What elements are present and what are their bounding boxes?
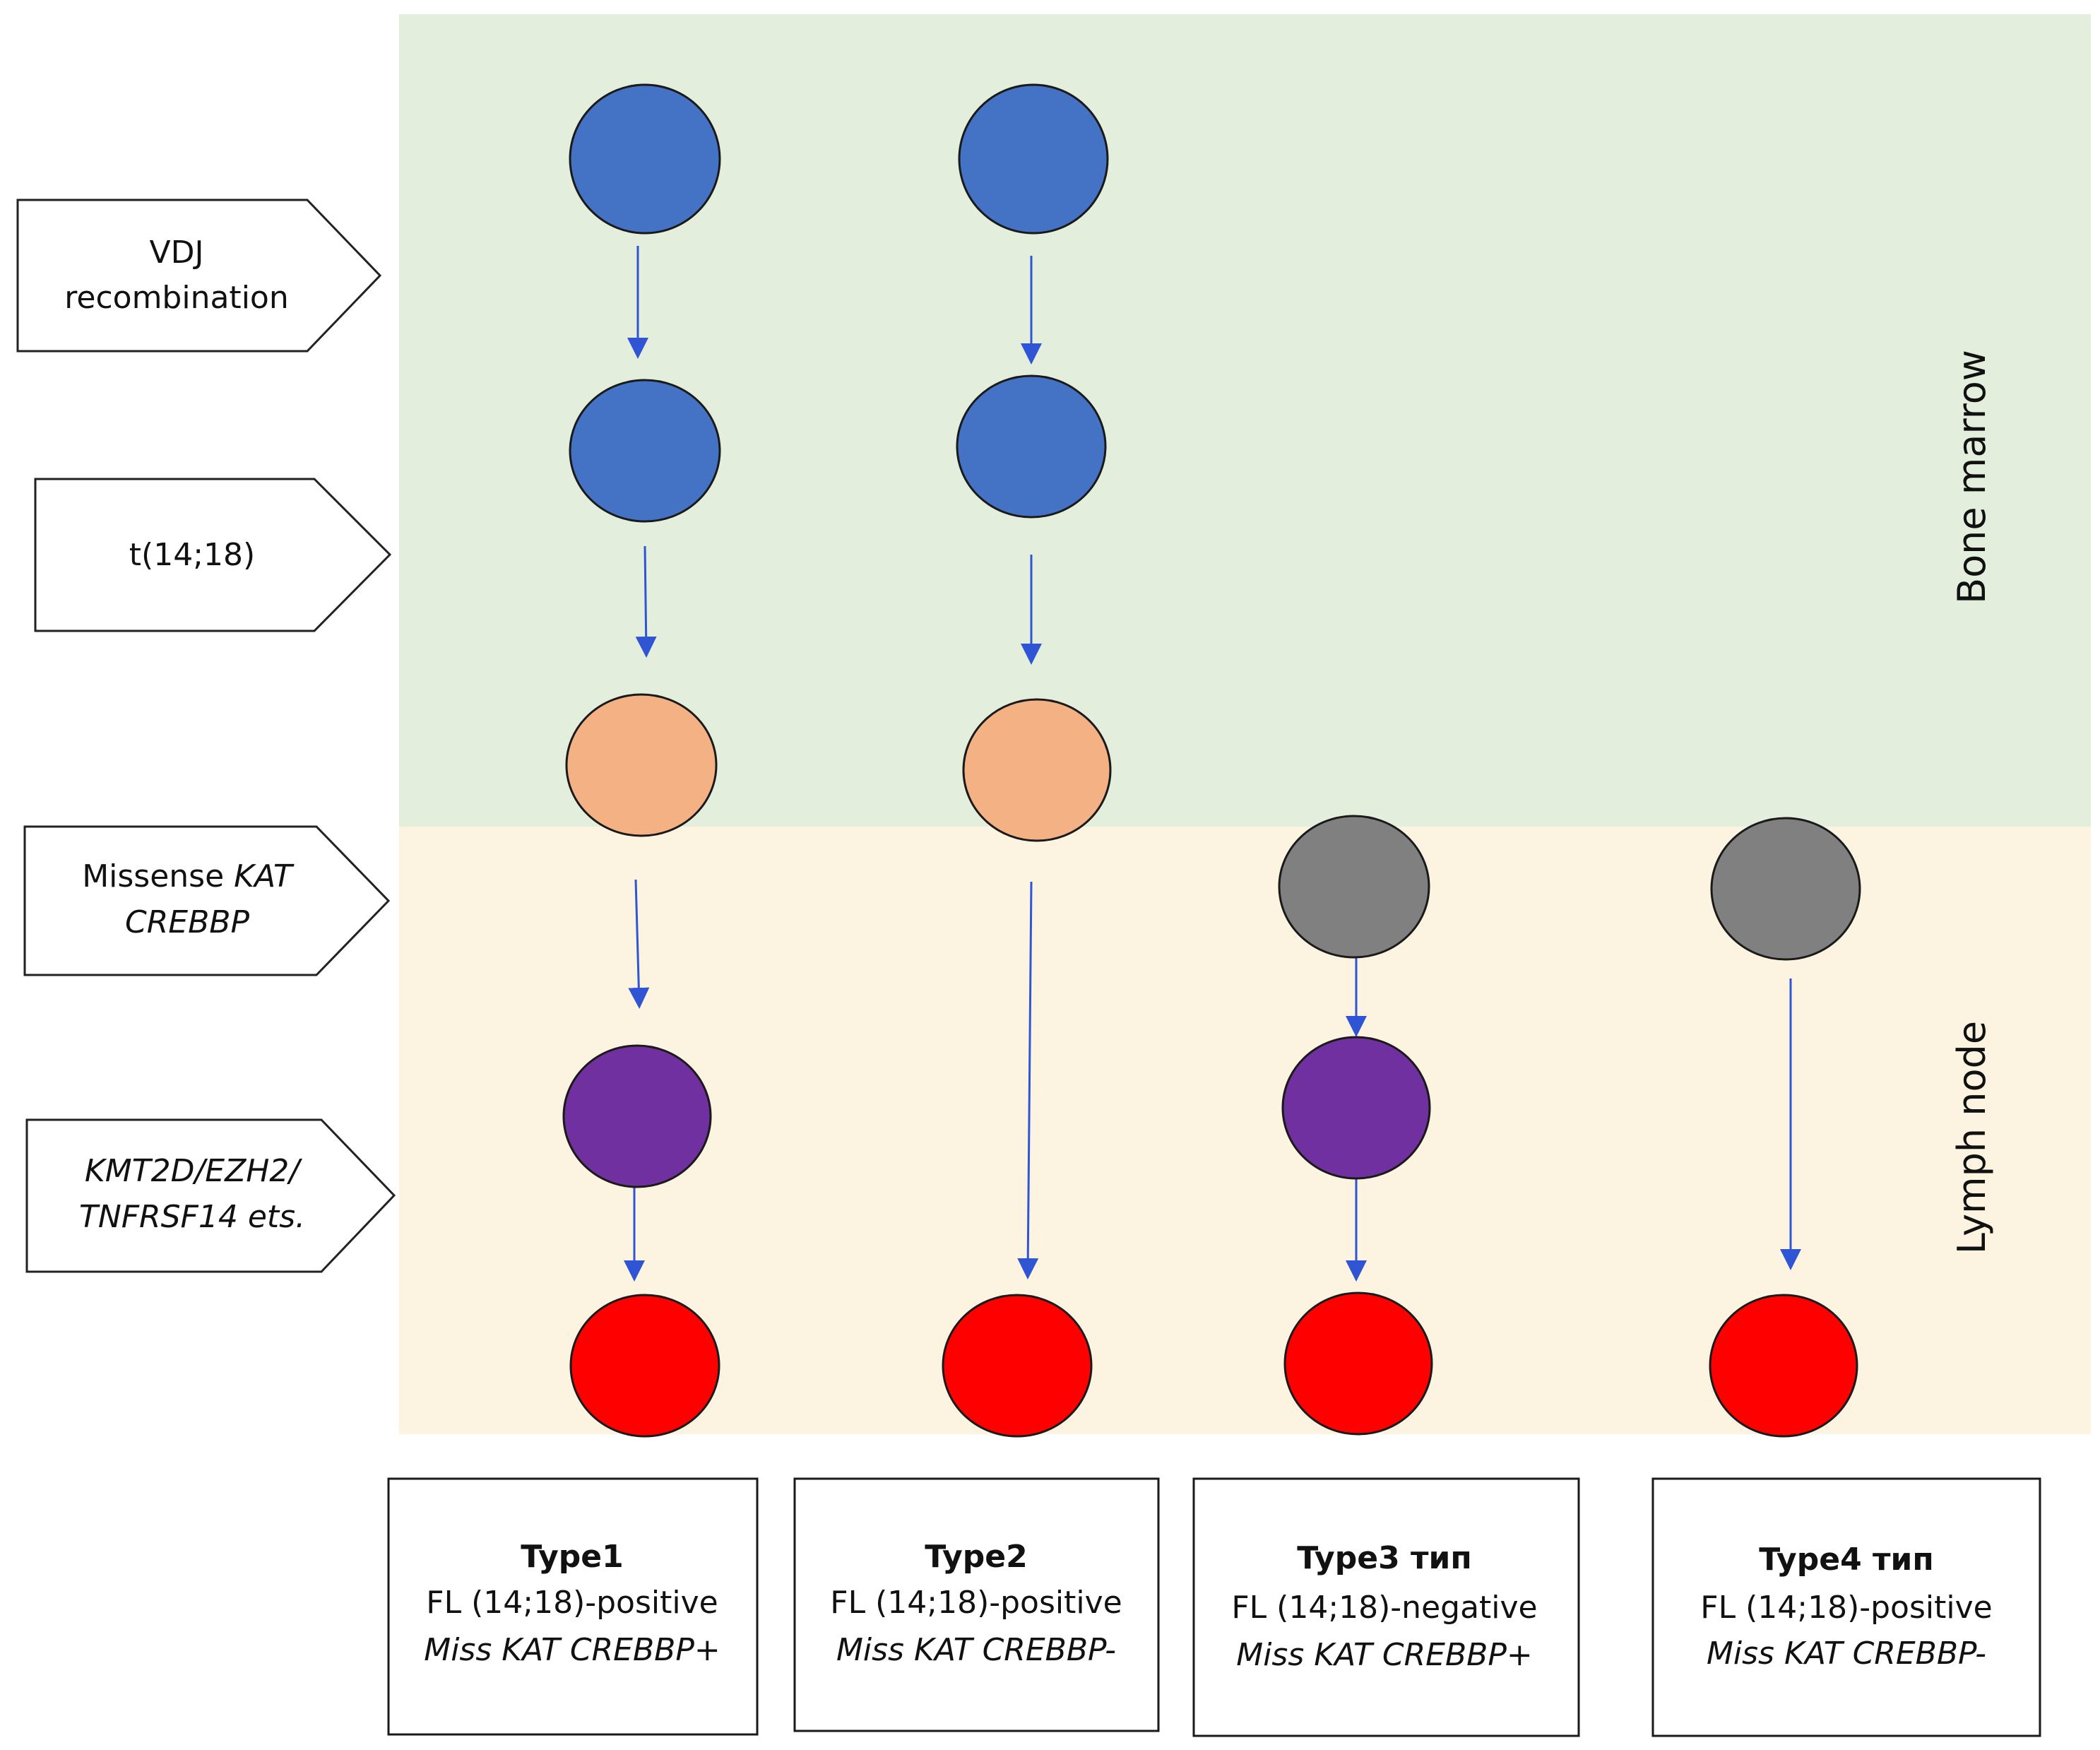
type-box-3-line1: FL (14;18)-negative <box>1231 1590 1537 1626</box>
cell-type4-lymphoma <box>1709 1294 1858 1438</box>
type-box-2-line2: Miss KAT CREBBP- <box>836 1632 1116 1668</box>
type-box-3-title: Type3 тип <box>1297 1540 1471 1576</box>
cells <box>562 83 1861 1438</box>
cell-type3-germinal <box>1278 815 1430 959</box>
arrow-type1-3 <box>628 879 650 1009</box>
type-box-2-line1: FL (14;18)-positive <box>830 1585 1122 1621</box>
type-box-2: Type2 FL (14;18)-positive Miss KAT CREBB… <box>793 1477 1160 1732</box>
arrow-type1-2 <box>635 545 657 658</box>
lymph-node-label: Lymph node <box>1950 1021 1994 1254</box>
step-kmt2d-ezh2-tnfrsf14: KMT2D/EZH2/ TNFRSF14 ets. <box>25 1118 396 1273</box>
type-box-1-line1: FL (14;18)-positive <box>426 1585 718 1621</box>
type-box-3: Type3 тип FL (14;18)-negative Miss KAT C… <box>1192 1477 1580 1737</box>
step-missense-line1: Missense KAT <box>82 858 295 894</box>
cell-type3-mutated <box>1281 1036 1431 1180</box>
type-box-4-line1: FL (14;18)-positive <box>1700 1590 1992 1626</box>
type-box-1: Type1 FL (14;18)-positive Miss KAT CREBB… <box>387 1477 759 1736</box>
step-missense-kat-crebbp: Missense KAT CREBBP <box>23 825 391 976</box>
cell-type2-progenitor <box>958 83 1109 235</box>
cell-type4-germinal <box>1710 817 1861 961</box>
type-box-4-title: Type4 тип <box>1759 1542 1933 1578</box>
type-box-4: Type4 тип FL (14;18)-positive Miss KAT C… <box>1651 1477 2041 1737</box>
step-missense-line2: CREBBP <box>125 904 249 940</box>
type-box-4-line2: Miss KAT CREBBP- <box>1707 1636 1986 1672</box>
arrows <box>624 246 1801 1282</box>
step-translocation-line1: t(14;18) <box>129 537 255 573</box>
type-box-1-title: Type1 <box>521 1539 623 1575</box>
cell-type1-lymphoma <box>569 1294 720 1438</box>
cell-type1-progenitor <box>569 83 721 235</box>
step-kmt2d-line1: KMT2D/EZH2/ <box>85 1153 302 1189</box>
cell-type3-lymphoma <box>1283 1291 1433 1436</box>
cell-type1-mutated <box>562 1044 712 1188</box>
type-box-2-title: Type2 <box>925 1539 1027 1575</box>
cell-type2-lymphoma <box>942 1294 1093 1438</box>
step-vdj-line1: VDJ <box>150 235 204 271</box>
cell-type1-translocated <box>565 693 718 837</box>
cell-type1-pre-b <box>569 379 721 523</box>
step-vdj-line2: recombination <box>64 280 288 316</box>
type-box-1-line2: Miss KAT CREBBP+ <box>424 1632 720 1668</box>
step-vdj-recombination: VDJ recombination <box>16 199 382 353</box>
cell-type2-pre-b <box>956 374 1107 519</box>
arrow-type2-3 <box>1017 881 1039 1279</box>
cell-type2-translocated <box>962 698 1112 842</box>
step-translocation: t(14;18) <box>34 478 392 632</box>
type-box-3-line2: Miss KAT CREBBP+ <box>1236 1637 1533 1673</box>
step-kmt2d-line2: TNFRSF14 ets. <box>79 1199 305 1235</box>
bone-marrow-label: Bone marrow <box>1950 350 1994 604</box>
